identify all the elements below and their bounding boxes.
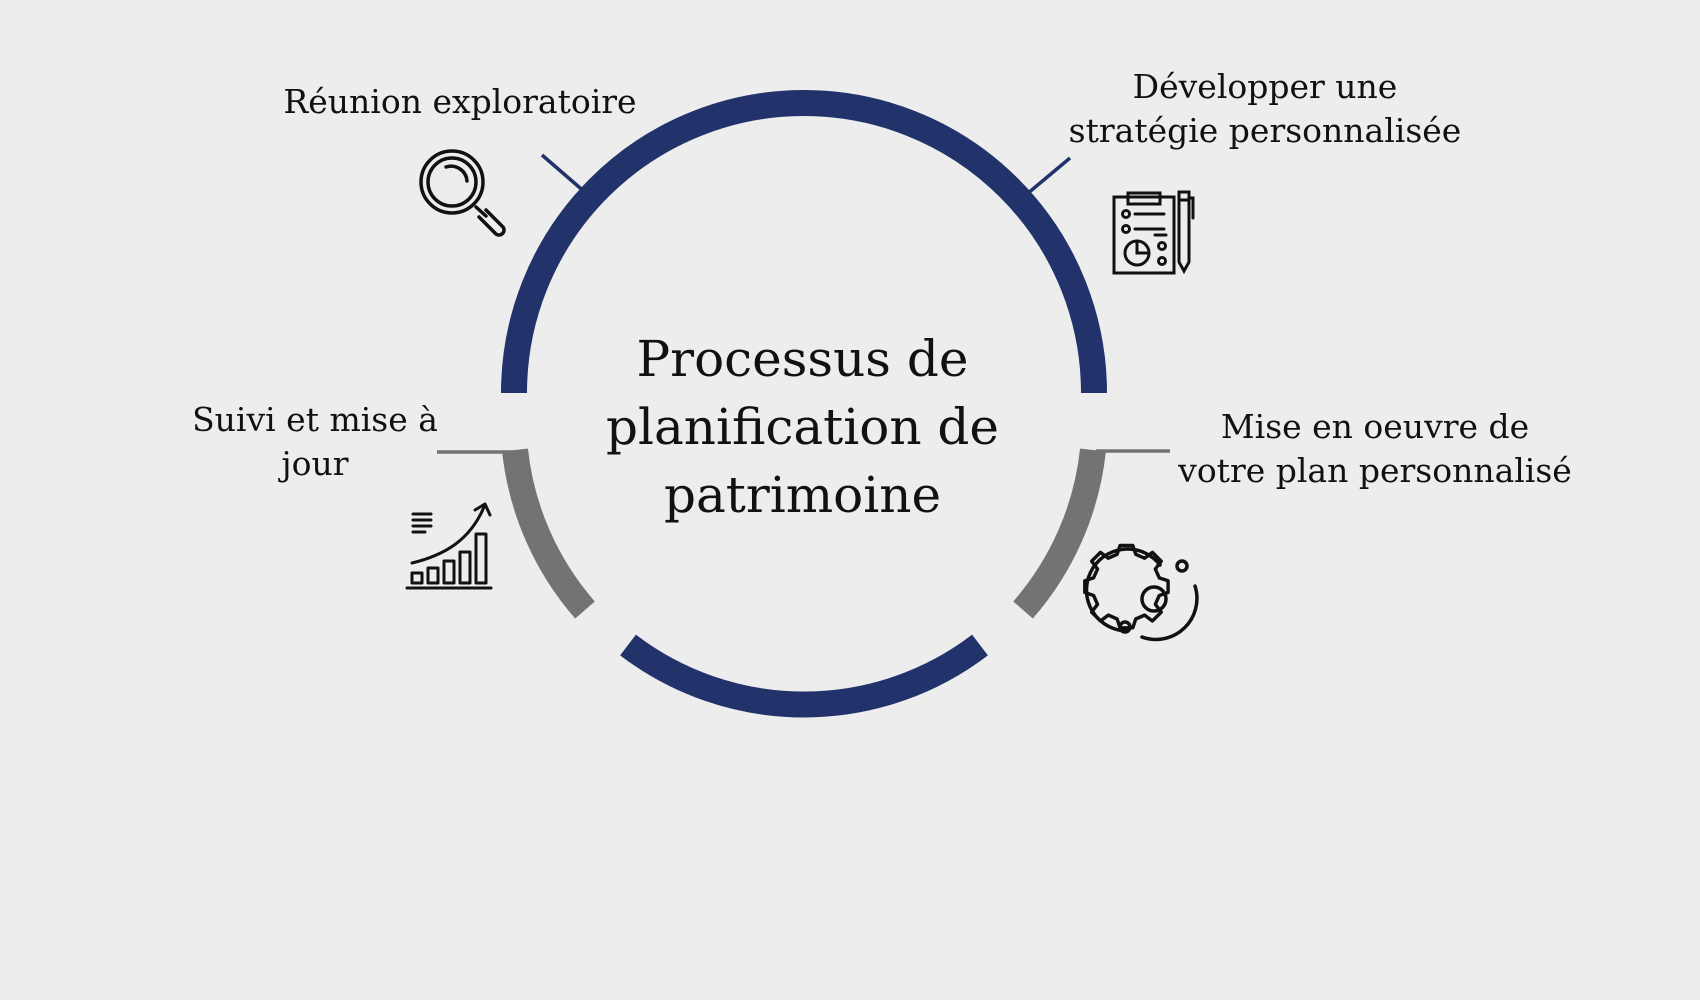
gear-cycle-icon <box>1083 543 1199 642</box>
step-label-suivi: Suivi et mise à jour <box>170 398 460 486</box>
center-title-line-1: Processus de <box>636 330 969 388</box>
center-title-line-2: planification de <box>605 398 1000 456</box>
connector-line-1 <box>540 153 596 202</box>
step-label-line: Réunion exploratoire <box>283 82 637 121</box>
ring-arc-left <box>502 448 595 619</box>
step-label-line: votre plan personnalisé <box>1178 451 1572 490</box>
step-label-line: Développer une <box>1132 67 1398 106</box>
step-label-reunion: Réunion exploratoire <box>250 80 670 124</box>
growth-chart-icon <box>405 502 493 590</box>
center-title-line-3: patrimoine <box>663 466 942 524</box>
clipboard-plan-icon <box>1112 190 1195 275</box>
connector-line-2 <box>1013 156 1072 206</box>
step-label-strategie: Développer une stratégie personnalisée <box>1045 65 1485 153</box>
ring-arc-top <box>501 90 1107 394</box>
center-title: Processus de planification de patrimoine <box>560 325 1045 529</box>
step-label-line: stratégie personnalisée <box>1068 111 1462 150</box>
step-label-line: Suivi et mise à <box>192 400 438 439</box>
ring-arc-right <box>1013 448 1106 619</box>
magnifier-icon <box>419 149 506 237</box>
step-label-line: Mise en oeuvre de <box>1220 407 1530 446</box>
step-label-mise-en-oeuvre: Mise en oeuvre de votre plan personnalis… <box>1160 405 1590 493</box>
step-label-line: jour <box>281 444 349 483</box>
ring-arc-bottom <box>620 634 988 718</box>
